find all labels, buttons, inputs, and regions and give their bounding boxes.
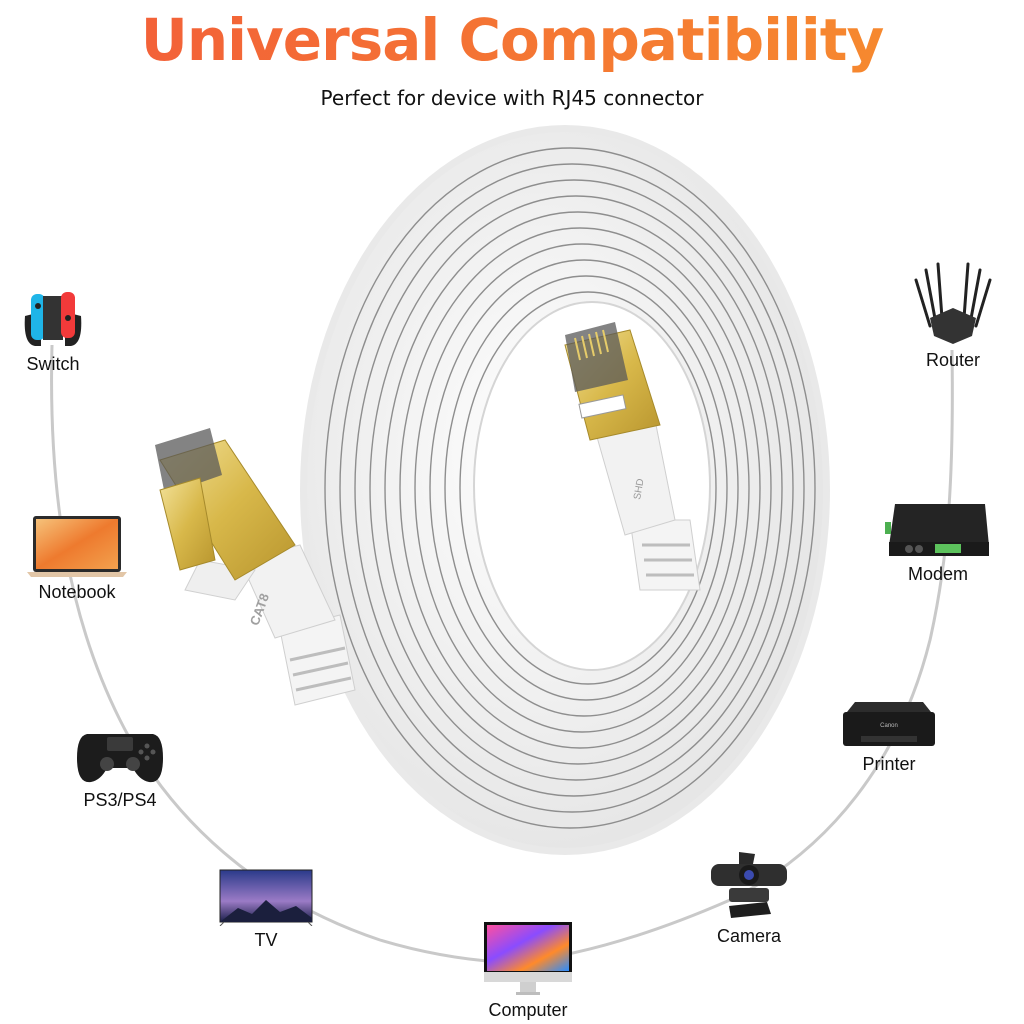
rj45-connector-left: CAT8 [155, 428, 356, 706]
device-modem: Modem [882, 500, 994, 585]
rj45-connector-right: SHD [564, 322, 701, 591]
printer-icon: Canon [843, 702, 935, 746]
device-camera: Camera [706, 850, 792, 947]
device-label: PS3/PS4 [83, 790, 157, 810]
device-notebook: Notebook [22, 514, 132, 603]
device-label: Switch [26, 354, 80, 374]
device-printer: Canon Printer [836, 700, 942, 775]
page-title: Universal Compatibility [0, 6, 1024, 74]
device-computer: Computer [478, 920, 578, 1021]
device-router: Router [900, 262, 1006, 371]
device-label: Printer [862, 754, 916, 774]
device-label: Router [925, 350, 981, 370]
device-ps: PS3/PS4 [70, 728, 170, 811]
webcam-icon [711, 852, 787, 918]
device-label: TV [254, 930, 278, 950]
device-label: Camera [716, 926, 782, 946]
tv-icon [219, 869, 313, 926]
device-label: Notebook [38, 582, 116, 602]
svg-text:Canon: Canon [880, 723, 898, 729]
cable-coil [300, 125, 830, 855]
page-subtitle: Perfect for device with RJ45 connector [320, 86, 704, 110]
svg-text:SHD: SHD [632, 478, 647, 501]
game-console-icon [24, 292, 82, 346]
router-icon [914, 262, 992, 344]
device-label: Modem [907, 564, 969, 584]
laptop-icon [27, 516, 127, 577]
device-switch: Switch [18, 288, 88, 375]
desktop-computer-icon [484, 922, 572, 995]
device-label: Computer [488, 1000, 568, 1020]
device-tv: TV [216, 868, 316, 951]
gamepad-icon [77, 734, 163, 783]
modem-icon [885, 504, 989, 556]
